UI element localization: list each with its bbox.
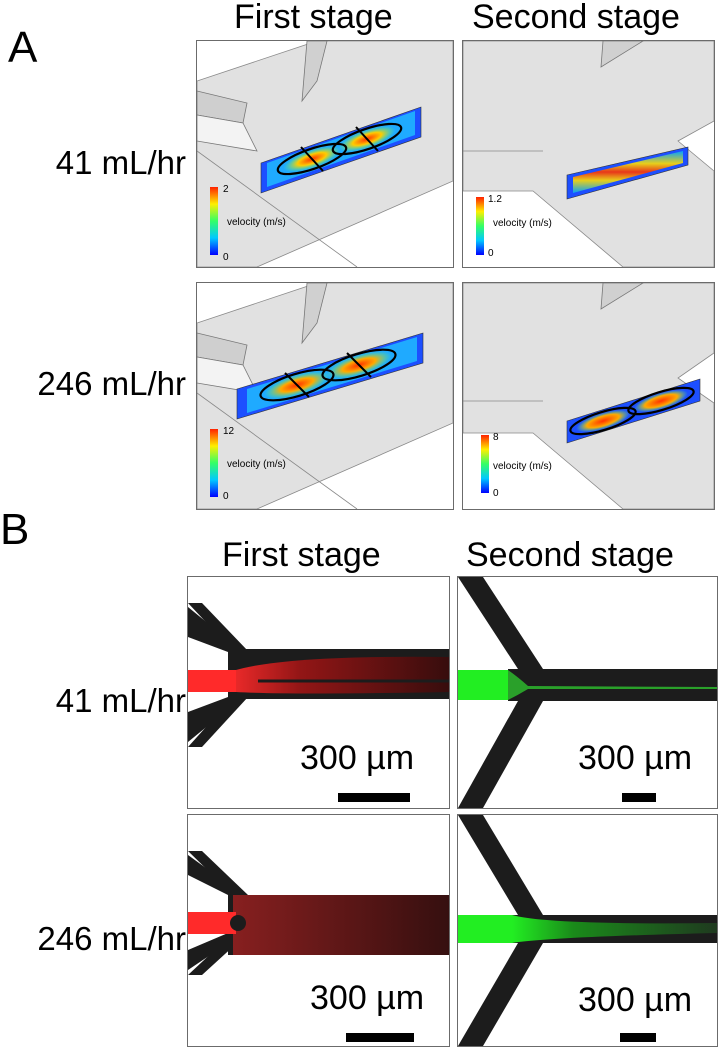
scale-bar	[346, 1033, 414, 1042]
colorbar-min: 0	[223, 252, 229, 263]
simulation-plot-first-stage-41: 2 velocity (m/s) 0	[196, 40, 454, 268]
panel-a-row-label-41: 41 mL/hr	[55, 144, 186, 181]
scale-bar	[620, 1033, 656, 1042]
panel-b-col-header-second: Second stage	[466, 536, 674, 574]
colorbar-min: 0	[223, 491, 229, 502]
simulation-plot-first-stage-246: 12 velocity (m/s) 0	[196, 282, 454, 510]
simulation-plot-second-stage-41: 1.2 velocity (m/s) 0	[462, 40, 715, 268]
panel-b-row-label-246: 246 mL/hr	[37, 920, 186, 957]
micrograph-first-stage-246: 300 µm	[187, 814, 450, 1047]
scale-bar	[338, 793, 410, 802]
panel-a-letter: A	[8, 23, 38, 72]
colorbar-max: 2	[223, 184, 229, 195]
micrograph-second-stage-41: 300 µm	[457, 576, 718, 809]
colorbar-min: 0	[488, 248, 494, 259]
scale-label: 300 µm	[310, 979, 425, 1017]
colorbar-min: 0	[493, 488, 499, 499]
panel-b-col-header-first: First stage	[222, 536, 381, 574]
micrograph-first-stage-41: 300 µm	[187, 576, 450, 809]
simulation-plot-second-stage-246: 8 velocity (m/s) 0	[462, 282, 715, 510]
scale-bar	[622, 793, 656, 802]
colorbar-label: velocity (m/s)	[227, 459, 286, 470]
panel-a-col-header-second: Second stage	[472, 0, 680, 36]
panel-b-row-label-41: 41 mL/hr	[55, 682, 186, 719]
scale-label: 300 µm	[300, 739, 415, 777]
micrograph-second-stage-246: 300 µm	[457, 814, 718, 1047]
colorbar-label: velocity (m/s)	[227, 217, 286, 228]
scale-label: 300 µm	[578, 739, 693, 777]
colorbar-max: 1.2	[488, 194, 502, 205]
panel-a-col-header-first: First stage	[234, 0, 393, 36]
scale-label: 300 µm	[578, 981, 693, 1019]
panel-b-letter: B	[0, 505, 30, 554]
colorbar-label: velocity (m/s)	[493, 218, 552, 229]
colorbar-max: 12	[223, 426, 235, 437]
colorbar-max: 8	[493, 432, 499, 443]
panel-a-row-label-246: 246 mL/hr	[37, 365, 186, 402]
colorbar-label: velocity (m/s)	[493, 461, 552, 472]
